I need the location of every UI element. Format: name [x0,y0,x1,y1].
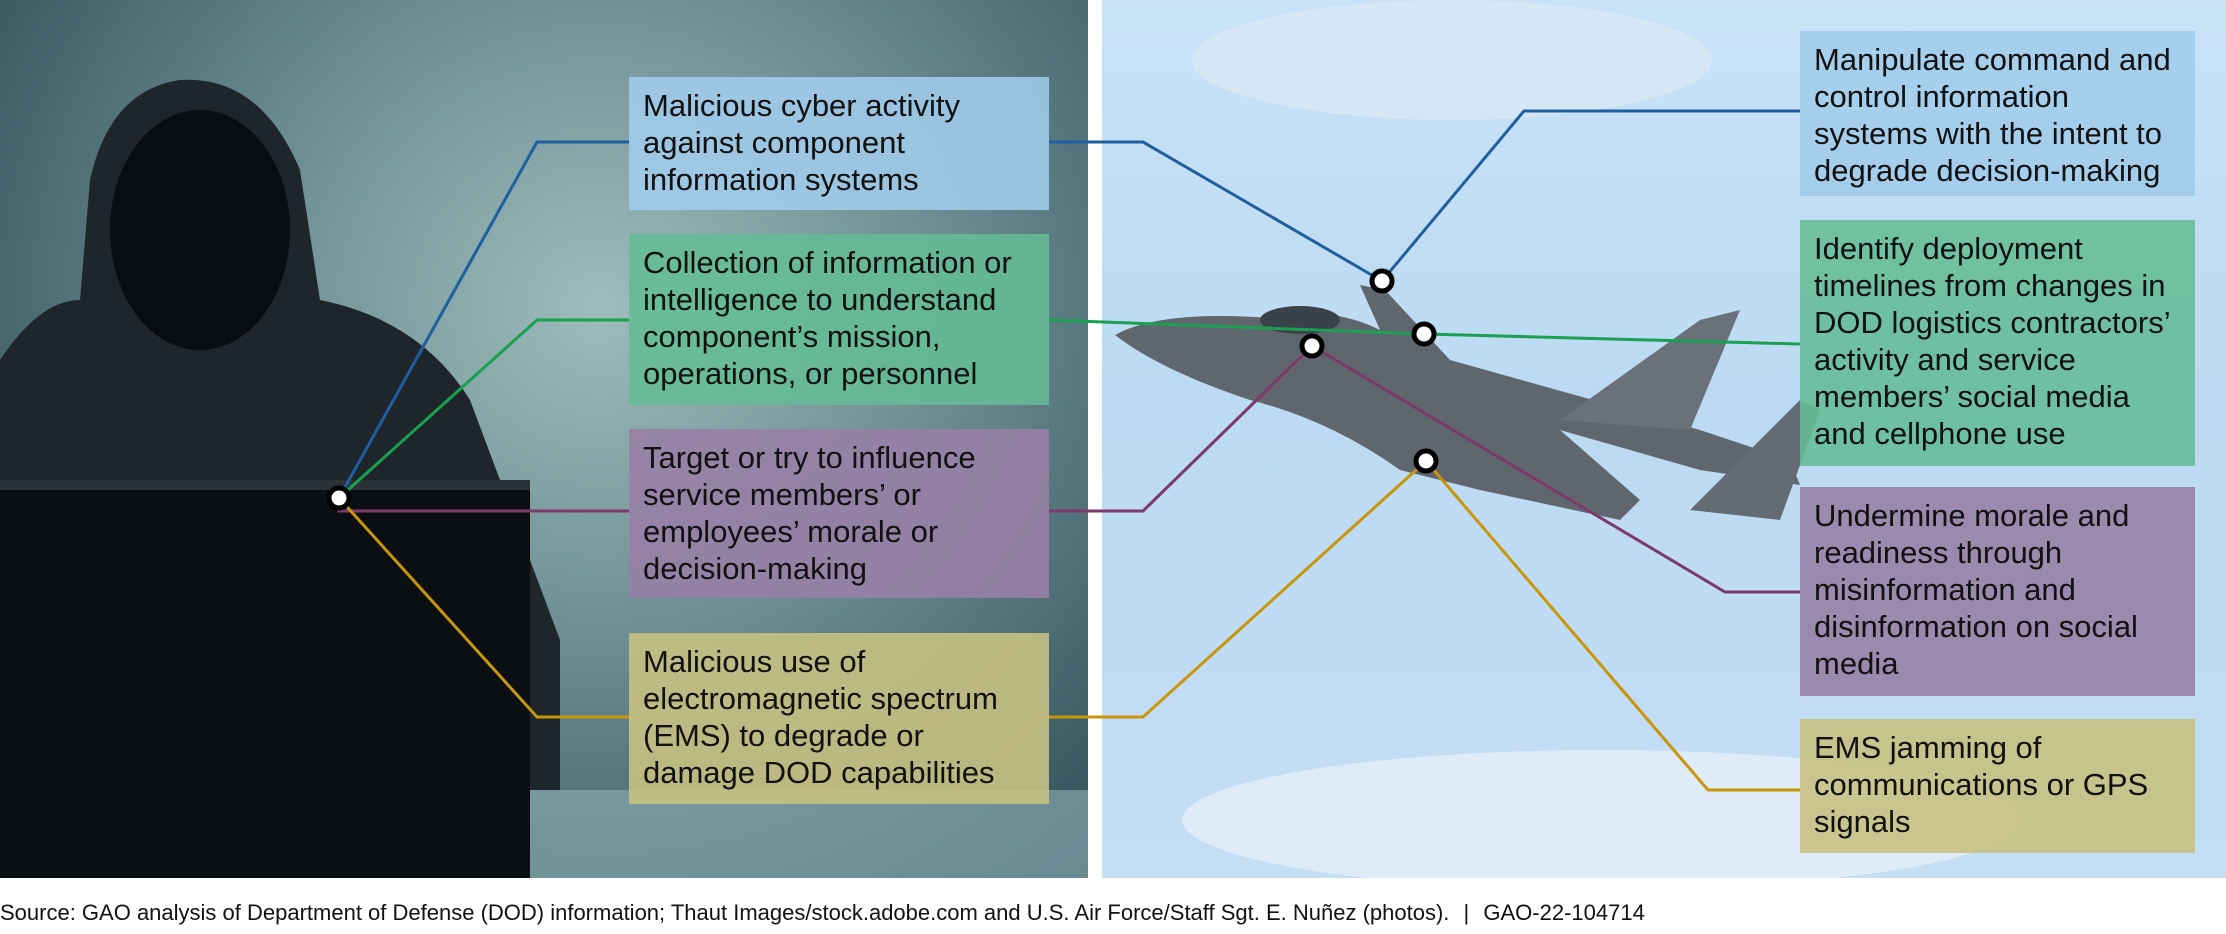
separator: | [1463,900,1470,925]
source-text: Source: GAO analysis of Department of De… [0,900,1450,925]
callout-influence: Target or try to influence service membe… [629,429,1049,598]
target-marker-underside [1413,448,1439,474]
connector-purple-right [1311,344,1800,594]
callout-intelligence-collection: Collection of information or intelligenc… [629,234,1049,405]
connector-yellow-mid [1049,459,1428,719]
callout-cyber-activity: Malicious cyber activity against compone… [629,77,1049,210]
connector-blue-right [1380,109,1800,282]
target-marker-cockpit-top [1369,268,1395,294]
target-marker-laptop [326,485,352,511]
connector-green-left [337,318,629,500]
connector-yellow-right [1424,460,1800,792]
callout-command-control: Manipulate command and control informati… [1800,31,2195,196]
callout-deployment-timelines: Identify deployment timelines from chang… [1800,220,2195,466]
target-marker-cockpit [1299,333,1325,359]
source-footer: Source: GAO analysis of Department of De… [0,900,1645,926]
report-id: GAO-22-104714 [1483,900,1645,925]
connector-blue-left [337,140,629,499]
target-marker-fuselage [1411,321,1437,347]
hooded-hacker-illustration [0,79,1088,878]
callout-ems-jamming: EMS jamming of communications or GPS sig… [1800,719,2195,853]
callout-misinformation: Undermine morale and readiness through m… [1800,487,2195,696]
connector-blue-mid [1049,140,1383,283]
callout-ems-misuse: Malicious use of electromagnetic spectru… [629,633,1049,804]
connector-purple-left [337,498,629,513]
connector-yellow-left [337,496,629,719]
connector-purple-mid [1049,344,1314,513]
